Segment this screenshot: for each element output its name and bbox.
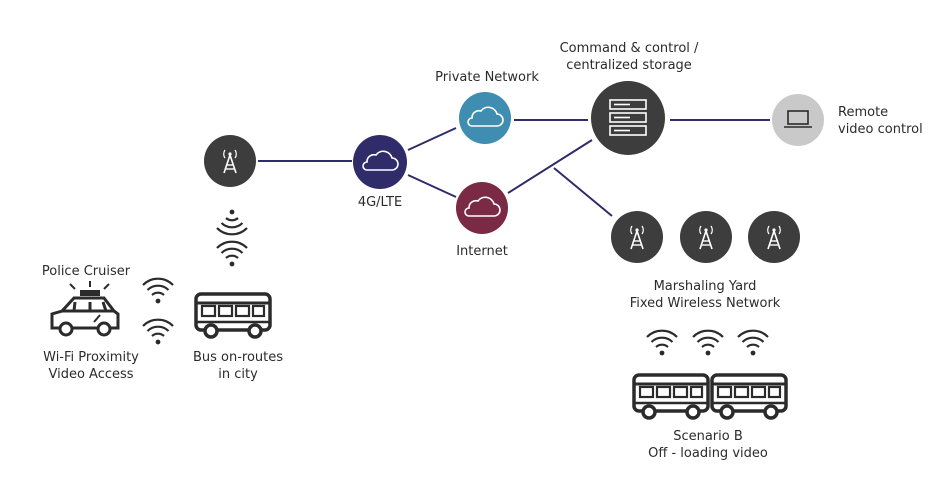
yard-towers <box>611 211 800 263</box>
wifi-icon <box>141 318 175 346</box>
bus-icon <box>710 373 788 420</box>
bus-icon <box>632 373 710 420</box>
bus-label: Bus on-routes in city <box>193 349 283 383</box>
wifi-access-label-line1: Wi-Fi Proximity <box>43 350 139 365</box>
wifi-icon <box>141 277 175 305</box>
wifi-icon <box>691 329 725 357</box>
yard-label: Marshaling Yard Fixed Wireless Network <box>630 278 781 312</box>
private-network-label: Private Network <box>435 70 539 85</box>
scenario-label: Scenario B Off - loading video <box>648 428 768 462</box>
link-command-yard <box>553 167 613 217</box>
yard-label-line1: Marshaling Yard <box>653 279 757 294</box>
link-lte-private <box>407 127 457 151</box>
server-icon <box>609 99 647 136</box>
police-label: Police Cruiser <box>41 264 131 279</box>
bus-icon <box>194 292 272 339</box>
bus-label-line1: Bus on-routes <box>192 350 284 365</box>
private-network-node <box>459 92 511 144</box>
bus-label-line2: in city <box>218 367 258 382</box>
wifi-icon <box>645 329 679 357</box>
connection-lines <box>258 119 770 217</box>
lte-node <box>353 135 407 189</box>
command-label-line2: centralized storage <box>566 58 692 73</box>
wifi-access-label-line2: Video Access <box>48 367 134 382</box>
command-label-line1: Command & control / <box>559 41 699 56</box>
police-car-icon <box>50 281 120 337</box>
command-label: Command & control / centralized storage <box>560 40 699 74</box>
remote-node <box>772 94 824 146</box>
wifi-icon <box>215 208 249 236</box>
laptop-icon <box>784 110 812 128</box>
link-lte-internet <box>407 174 457 198</box>
scenario-label-line2: Off - loading video <box>648 446 768 461</box>
link-internet-command <box>507 139 593 194</box>
remote-label: Remote video control <box>838 104 923 138</box>
scenario-label-line1: Scenario B <box>673 429 743 444</box>
yard-label-line2: Fixed Wireless Network <box>629 296 781 311</box>
wifi-icon <box>215 240 249 268</box>
city-tower <box>204 135 256 187</box>
wifi-access-label: Wi-Fi Proximity Video Access <box>43 349 139 383</box>
remote-label-line1: Remote <box>838 105 889 120</box>
lte-label: 4G/LTE <box>357 195 403 210</box>
command-node <box>591 81 665 155</box>
internet-node <box>456 182 508 234</box>
internet-label: Internet <box>456 244 508 259</box>
remote-label-line2: video control <box>838 122 923 137</box>
wifi-icon <box>736 329 770 357</box>
